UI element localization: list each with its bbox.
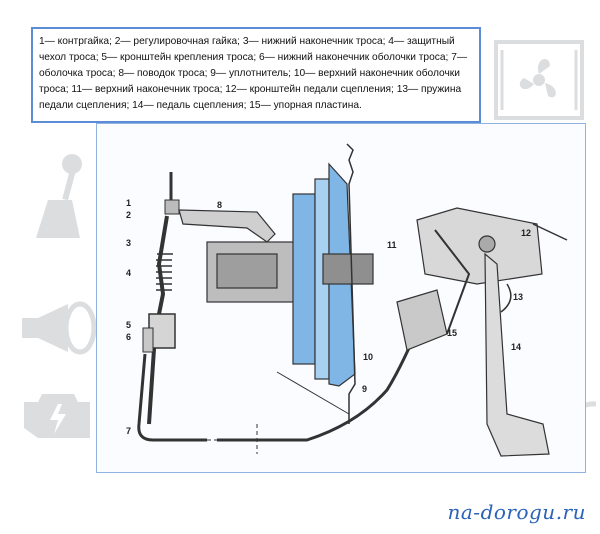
cable-run — [217, 323, 419, 442]
fan-radiator-icon — [494, 40, 584, 120]
callout-2: 2 — [126, 210, 131, 220]
callout-6: 6 — [126, 332, 131, 342]
callout-labels: 1 2 3 4 5 6 7 8 9 10 11 12 13 14 15 — [126, 198, 531, 436]
callout-8: 8 — [217, 200, 222, 210]
callout-13: 13 — [513, 292, 523, 302]
cable-fork-lever — [178, 209, 276, 243]
clutch-cable-diagram: 1 2 3 4 5 6 7 8 9 10 11 12 13 14 15 — [96, 123, 586, 473]
site-watermark: na-dorogu.ru — [447, 500, 586, 524]
callout-11: 11 — [387, 240, 397, 250]
callout-9: 9 — [362, 384, 367, 394]
legend-text: 1— контргайка; 2— регулировочная гайка; … — [39, 36, 468, 111]
callout-5: 5 — [126, 320, 131, 330]
clutch-assembly — [206, 143, 374, 424]
callout-12: 12 — [521, 228, 531, 238]
callout-4: 4 — [126, 268, 131, 278]
cable-assembly — [137, 172, 217, 442]
engine-warning-icon — [24, 394, 90, 438]
callout-1: 1 — [126, 198, 131, 208]
callout-14: 14 — [511, 342, 521, 352]
callout-3: 3 — [126, 238, 131, 248]
callout-7: 7 — [126, 426, 131, 436]
callout-15: 15 — [447, 328, 457, 338]
callout-10: 10 — [363, 352, 373, 362]
pedal-assembly — [396, 207, 568, 457]
legend-box: 1— контргайка; 2— регулировочная гайка; … — [31, 27, 481, 123]
horn-icon — [22, 301, 97, 355]
diagram-drawing: 1 2 3 4 5 6 7 8 9 10 11 12 13 14 15 — [126, 143, 568, 457]
gear-shift-icon — [36, 154, 82, 238]
